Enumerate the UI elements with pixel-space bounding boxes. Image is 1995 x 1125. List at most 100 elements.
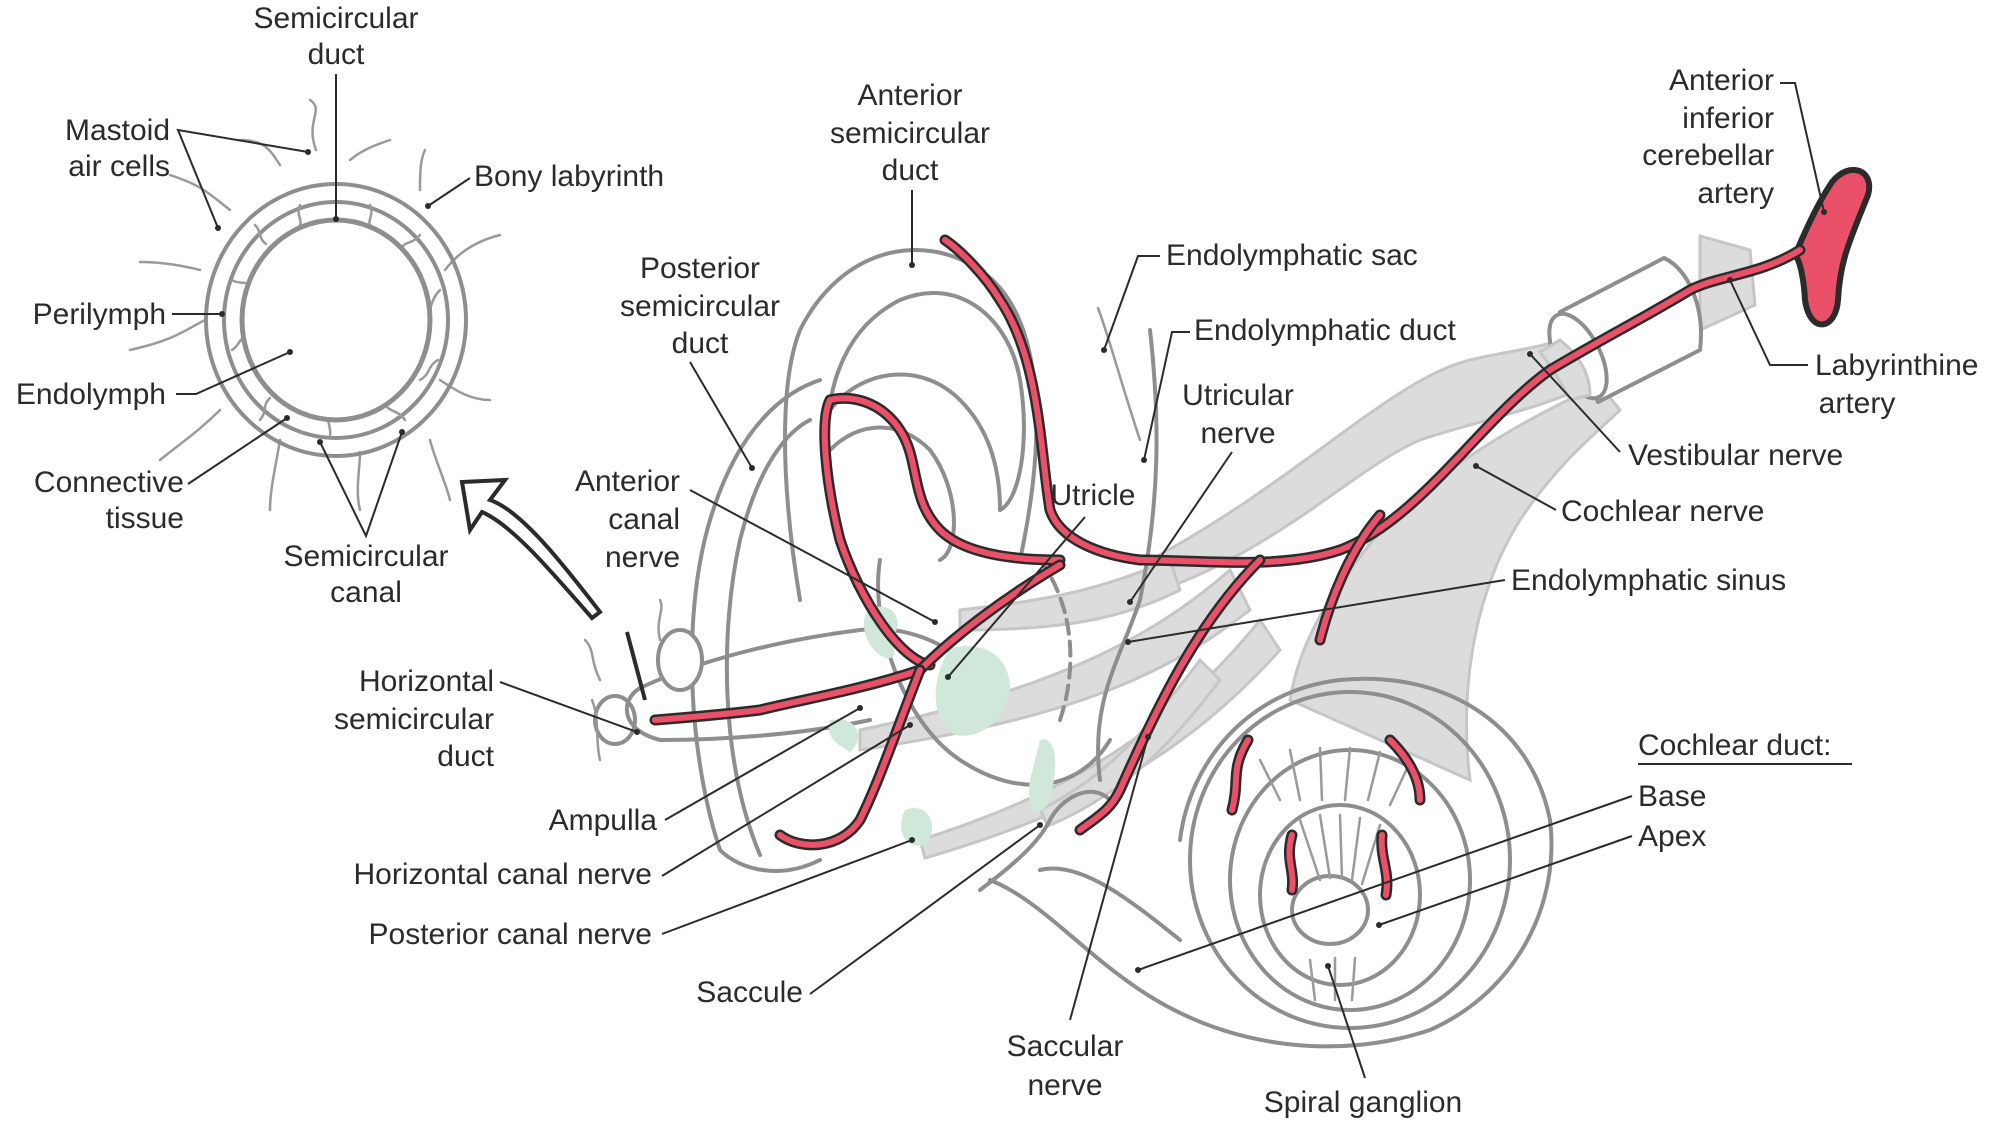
pointer-dot [215, 225, 221, 231]
anterior-canal-crossing [828, 372, 1002, 512]
pointer-dot [1473, 463, 1479, 469]
label-mastoid-line1: Mastoid [65, 114, 170, 147]
pointer-dot [219, 311, 225, 317]
crista-horizontal [829, 719, 859, 752]
label-labyrinthine-artery-line1: Labyrinthine [1815, 349, 1978, 382]
label-anterior-duct-line1: Anterior [857, 79, 962, 112]
cut-end-air-cells [583, 598, 663, 762]
label-horizontal-duct-line1: Horizontal [359, 665, 494, 698]
label-semicircular-canal-line2: canal [330, 576, 402, 609]
label-saccular-nerve-line1: Saccular [1007, 1030, 1124, 1063]
pointer-dot [932, 619, 938, 625]
leader-endolymphatic-sac [1103, 255, 1160, 351]
horizontal-canal-ampulla-cap [656, 628, 704, 692]
leader-vestibular-nerve [1529, 353, 1621, 453]
label-endolymphatic-sinus: Endolymphatic sinus [1511, 564, 1786, 597]
pointer-dot [634, 729, 640, 735]
horizontal-canal-cut-end [593, 694, 637, 746]
cochlea-apex [1290, 874, 1370, 946]
pointer-dot [317, 439, 323, 445]
pointer-dot [287, 349, 293, 355]
leader-endolymphatic-duct [1143, 331, 1190, 461]
label-semicircular-duct-line2: duct [308, 38, 365, 71]
cochlea-basal-turn [1188, 690, 1512, 1030]
leader-base [1137, 795, 1633, 971]
pointer-dot [1376, 922, 1382, 928]
pointer-dot [907, 722, 913, 728]
cochlea [988, 676, 1554, 1049]
pointer-dot [857, 705, 863, 711]
label-posterior-duct-line1: Posterior [640, 252, 760, 285]
label-posterior-canal-nerve: Posterior canal nerve [369, 918, 652, 951]
semicircular-duct-circle [239, 217, 433, 423]
label-horizontal-canal-nerve: Horizontal canal nerve [354, 858, 653, 891]
label-mastoid-line2: air cells [68, 150, 170, 183]
label-perilymph: Perilymph [33, 298, 166, 331]
crista-posterior [901, 808, 933, 846]
pointer-dot [1125, 639, 1131, 645]
label-horizontal-duct-line2: semicircular [334, 703, 494, 736]
label-aica-line4: artery [1697, 177, 1774, 210]
pointer-dot [284, 415, 290, 421]
pointer-dot [1821, 209, 1827, 215]
leader-ampulla [664, 707, 861, 821]
label-base: Base [1638, 780, 1706, 813]
pointer-dot [333, 216, 339, 222]
label-apex: Apex [1638, 820, 1706, 853]
pointer-dot [909, 262, 915, 268]
pointer-dot [1037, 822, 1043, 828]
label-utricular-nerve-line2: nerve [1200, 417, 1275, 450]
label-ampulla: Ampulla [549, 804, 658, 837]
label-posterior-duct-line2: semicircular [620, 290, 780, 323]
utricle-dashed [1038, 558, 1073, 722]
pointer-dot [1527, 351, 1533, 357]
label-anterior-duct-line3: duct [882, 154, 939, 187]
saccule-outline [978, 789, 1112, 892]
label-utricle: Utricle [1050, 479, 1135, 512]
labyrinthine-artery-system [649, 166, 1873, 851]
pointer-dot [1135, 967, 1141, 973]
label-endolymphatic-sac: Endolymphatic sac [1166, 239, 1418, 272]
leader-aica [1780, 82, 1825, 213]
posterior-canal-outer [689, 378, 822, 852]
pointer-dot [399, 429, 405, 435]
pointer-dot [1325, 963, 1331, 969]
pointer-dot [1101, 347, 1107, 353]
leader-semicircular-canal [319, 431, 403, 539]
label-connective-line2: tissue [106, 502, 184, 535]
label-anterior-canal-nerve-line3: nerve [605, 541, 680, 574]
pointer-dot [749, 465, 755, 471]
leader-apex [1378, 835, 1633, 926]
leader-anterior-canal-nerve [689, 489, 936, 623]
main-labels: Posterior semicircular duct Anterior sem… [334, 64, 1978, 1119]
inset-labels: Semicircular duct Mastoid air cells Bony… [16, 2, 664, 609]
label-anterior-duct-line2: semicircular [830, 117, 990, 150]
leader-posterior-canal-nerve [661, 839, 913, 935]
horizontal-canal-end [624, 686, 662, 742]
pointer-dot [909, 837, 915, 843]
magnification-arrow-icon [459, 477, 603, 621]
leader-endolymphatic-sinus [1127, 579, 1506, 643]
leader-horizontal-duct [499, 681, 638, 733]
label-posterior-duct-line3: duct [672, 327, 729, 360]
macula-saccule [1029, 739, 1056, 812]
pointer-dot [425, 203, 431, 209]
label-utricular-nerve-line1: Utricular [1182, 379, 1294, 412]
anterior-canal-inner [825, 291, 1026, 512]
label-aica-line1: Anterior [1669, 64, 1774, 97]
leader-saccule [809, 824, 1041, 995]
cochlea-outer-turn [988, 676, 1554, 1049]
pointer-dot [1727, 277, 1733, 283]
spiral-ganglion-fibers [1258, 746, 1412, 1002]
leader-posterior-duct [689, 361, 753, 469]
leader-endolymph [176, 351, 291, 395]
label-aica-line3: cerebellar [1642, 139, 1774, 172]
label-endolymphatic-duct: Endolymphatic duct [1194, 314, 1456, 347]
label-semicircular-canal-line1: Semicircular [283, 540, 448, 573]
pointer-dot [945, 674, 951, 680]
leader-utricular-nerve [1129, 451, 1233, 603]
label-saccule: Saccule [696, 976, 803, 1009]
aica-vessel [1791, 166, 1873, 328]
leader-mastoid [176, 128, 309, 229]
